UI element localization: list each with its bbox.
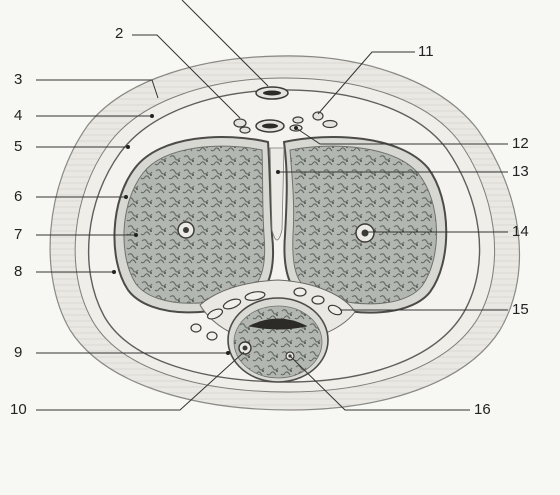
label-10: 10 [10, 401, 27, 418]
label-8: 8 [14, 263, 22, 280]
label-11: 11 [418, 43, 434, 60]
deep-artery-left [178, 222, 194, 238]
septum [270, 148, 284, 240]
label-9: 9 [14, 344, 22, 361]
label-15: 15 [512, 301, 529, 318]
deep-artery-right [356, 224, 374, 242]
label-5: 5 [14, 138, 22, 155]
label-13: 13 [512, 163, 529, 180]
label-4: 4 [14, 107, 22, 124]
label-14: 14 [512, 223, 529, 240]
label-6: 6 [14, 188, 22, 205]
bulbourethral-artery [239, 342, 251, 354]
label-12: 12 [512, 135, 529, 152]
label-16: 16 [474, 401, 491, 418]
label-3: 3 [14, 71, 22, 88]
label-2: 2 [115, 25, 123, 42]
label-7: 7 [14, 226, 22, 243]
